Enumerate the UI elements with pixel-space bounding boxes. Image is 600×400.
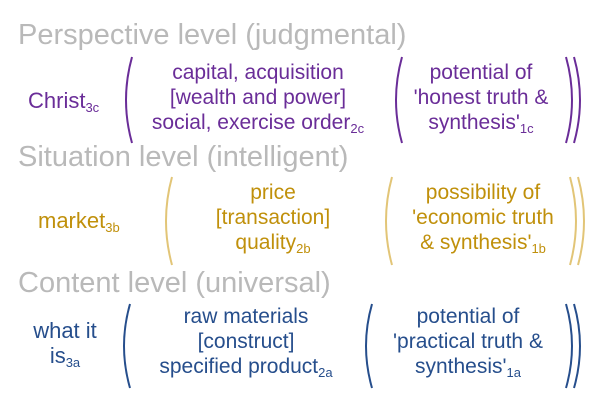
situation-right-block: possibility of 'economic truth & synthes… — [390, 180, 576, 255]
content-right-line-2: 'practical truth & — [393, 330, 543, 353]
content-term-sub: 3a — [65, 355, 81, 370]
perspective-middle-line-1: capital, acquisition — [172, 61, 344, 84]
content-right-block: potential of 'practical truth & synthesi… — [370, 304, 566, 379]
perspective-right-line-1: potential of — [429, 61, 533, 84]
content-outer-right-paren — [573, 303, 581, 389]
content-inner-right-paren — [565, 303, 573, 389]
situation-inner-left-paren — [385, 176, 393, 266]
content-right-sub: 1a — [506, 365, 521, 380]
perspective-term-text: Christ — [28, 88, 86, 113]
content-middle-sub: 2a — [318, 365, 333, 380]
situation-right-line-1: possibility of — [425, 181, 541, 204]
situation-term-text: market — [38, 208, 106, 233]
perspective-inner-left-paren — [395, 56, 403, 144]
situation-term-sub: 3b — [105, 220, 120, 235]
situation-level-heading: Situation level (intelligent) — [18, 141, 349, 173]
perspective-middle-sub: 2c — [350, 121, 365, 136]
situation-middle-line-2: [transaction] — [215, 206, 331, 229]
perspective-middle-line-3: social, exercise order2c — [151, 111, 365, 136]
content-middle-line-3: specified product2a — [159, 355, 333, 380]
content-right-line-1: potential of — [416, 305, 520, 328]
situation-middle-block: price [transaction] quality2b — [168, 180, 378, 255]
content-term-line-1: what it — [33, 318, 97, 343]
perspective-level-heading: Perspective level (judgmental) — [18, 19, 407, 51]
content-inner-left-paren — [365, 303, 373, 389]
situation-middle-line-3: quality2b — [235, 231, 311, 256]
perspective-middle-block: capital, acquisition [wealth and power] … — [128, 60, 388, 135]
situation-term: market3b — [38, 208, 120, 235]
perspective-right-block: potential of 'honest truth & synthesis'1… — [396, 60, 566, 135]
content-term: what it is3a — [22, 318, 108, 370]
content-level-heading: Content level (universal) — [18, 267, 331, 299]
content-middle-block: raw materials [construct] specified prod… — [128, 304, 364, 379]
perspective-middle-line-2: [wealth and power] — [169, 86, 347, 109]
perspective-right-sub: 1c — [519, 121, 534, 136]
situation-left-paren — [165, 176, 173, 266]
situation-right-line-2: 'economic truth — [412, 206, 554, 229]
content-right-line-3: synthesis'1a — [414, 355, 521, 380]
perspective-outer-right-paren — [573, 56, 581, 144]
content-middle-line-1: raw materials — [183, 305, 309, 328]
situation-middle-sub: 2b — [296, 241, 311, 256]
content-term-line-2: is3a — [49, 343, 81, 370]
content-left-paren — [123, 303, 131, 389]
situation-right-line-3: & synthesis'1b — [420, 231, 546, 256]
perspective-left-paren — [125, 56, 133, 144]
perspective-term-sub: 3c — [85, 100, 100, 115]
perspective-term: Christ3c — [28, 88, 100, 115]
perspective-right-line-2: 'honest truth & — [413, 86, 549, 109]
perspective-right-line-3: synthesis'1c — [428, 111, 534, 136]
content-middle-line-2: [construct] — [197, 330, 295, 353]
situation-outer-right-paren — [577, 176, 585, 266]
situation-right-sub: 1b — [531, 241, 546, 256]
situation-inner-right-paren — [569, 176, 577, 266]
perspective-inner-right-paren — [565, 56, 573, 144]
situation-middle-line-1: price — [250, 181, 296, 204]
